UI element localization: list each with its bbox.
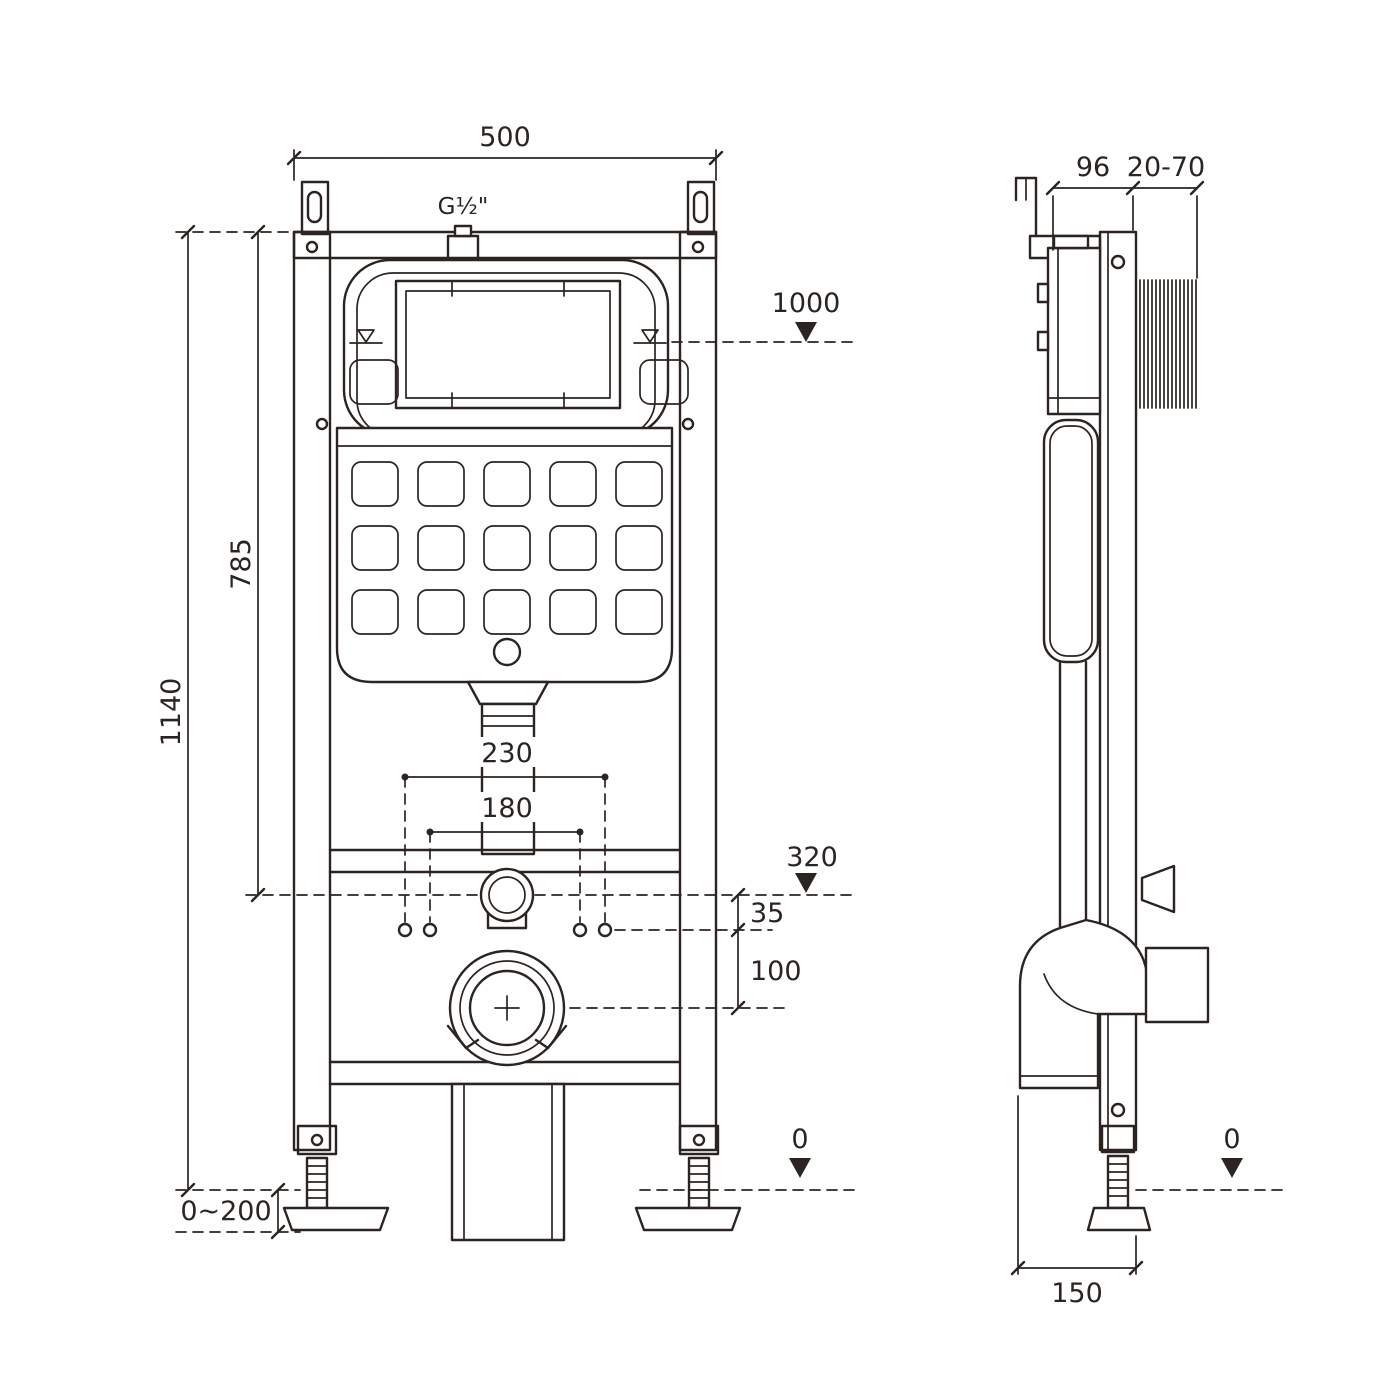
inlet-spigot [1140, 864, 1176, 914]
floor-zero-label-front: 0 [791, 1124, 808, 1155]
level-triangle-icon [795, 322, 817, 342]
right-pocket [639, 359, 689, 405]
dim-230-label: 230 [481, 738, 533, 769]
dim-150-label: 150 [1051, 1278, 1103, 1309]
flush-pipe-profile [1058, 660, 1088, 930]
cistern-profile [1036, 234, 1102, 416]
dim-96: 96 [1045, 152, 1141, 251]
flush-bend-outlet [479, 867, 535, 930]
dim-foot-range: 0~200 [175, 1182, 301, 1240]
dim-35-label: 35 [750, 898, 784, 929]
threaded-rod [1139, 279, 1197, 409]
floor-level-front: 0 [639, 1124, 857, 1191]
water-inlet-fitting [446, 224, 480, 260]
side-view: 96 20-70 0 150 [1010, 152, 1289, 1309]
cistern-tank [335, 426, 674, 684]
dim-35-100: 35 100 [569, 887, 802, 1016]
dim-180-label: 180 [481, 793, 533, 824]
level-triangle-icon [795, 873, 817, 893]
dim-785-label: 785 [226, 538, 257, 590]
side-foot [1086, 1124, 1152, 1232]
dim-500-label: 500 [479, 122, 531, 153]
level-triangle-icon [1221, 1158, 1243, 1178]
waste-drop-pipe [450, 1082, 566, 1242]
adjustable-feet [282, 1124, 742, 1232]
level-triangle-icon [789, 1158, 811, 1178]
dim-1000: 1000 [671, 288, 857, 343]
dim-1140-label: 1140 [156, 678, 187, 747]
dim-20-70-label: 20-70 [1127, 152, 1205, 183]
dim-100-label: 100 [750, 956, 802, 987]
dim-320-label: 320 [786, 842, 838, 873]
dim-1000-label: 1000 [772, 288, 841, 319]
flush-pipe [466, 680, 550, 856]
dim-96-label: 96 [1076, 152, 1110, 183]
dim-785: 785 [226, 224, 266, 903]
dim-20-70: 20-70 [1127, 152, 1205, 279]
water-level-icon [349, 329, 667, 344]
floor-zero-label-side: 0 [1223, 1124, 1240, 1155]
flush-cover-profile [1042, 418, 1100, 664]
dim-500: 500 [286, 122, 724, 181]
waste-outlet [446, 949, 568, 1067]
thread-size-label: G½" [438, 194, 489, 220]
dim-150: 150 [1010, 1095, 1144, 1309]
tank-rib-grid [351, 461, 663, 635]
floor-level-side: 0 [1135, 1124, 1289, 1191]
front-view: G½" [156, 122, 857, 1242]
fixing-bolt-holes [397, 922, 613, 938]
waste-elbow [1018, 918, 1210, 1090]
dim-320: 320 [786, 842, 838, 893]
dim-230: 230 [401, 737, 609, 923]
mounting-frame [292, 180, 718, 1152]
dim-180: 180 [426, 792, 584, 923]
left-pocket [349, 359, 399, 405]
dim-1140: 1140 [156, 224, 301, 1198]
flush-plate-window [394, 279, 622, 410]
foot-range-label: 0~200 [180, 1196, 271, 1227]
